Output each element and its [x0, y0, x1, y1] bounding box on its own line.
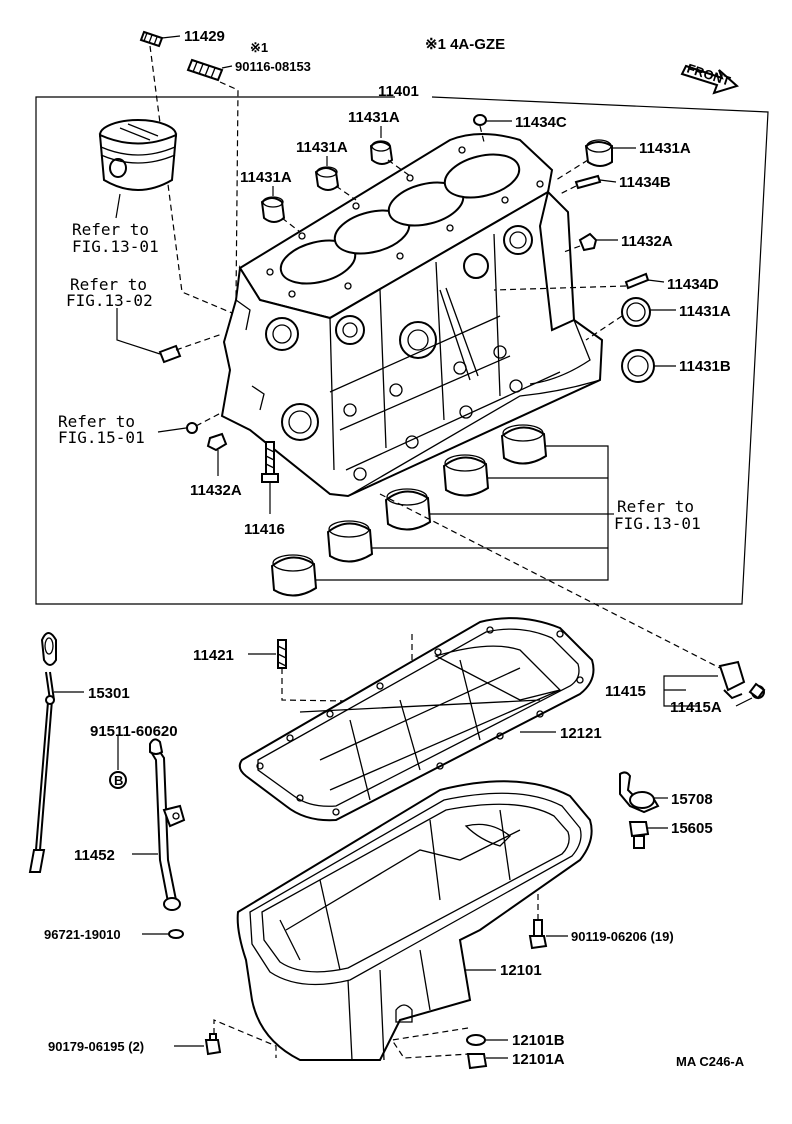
ref-2-line2: FIG.13-02 [66, 291, 153, 310]
plug-11432A-left [206, 432, 228, 452]
ref-4-line1: Refer to [617, 497, 694, 516]
part-11429: 11429 [184, 28, 225, 45]
o-ring-96721 [168, 929, 184, 939]
part-90116: 90116-08153 [235, 59, 311, 74]
ref-2-line1: Refer to [70, 275, 147, 294]
part-11431A-1: 11431A [348, 109, 400, 126]
part-91511: 91511-60620 [90, 723, 178, 740]
part-15301: 15301 [88, 685, 130, 702]
part-star1: ※1 [250, 40, 268, 55]
part-11431A-4: 11431A [639, 140, 691, 157]
engine-note: ※1 4A-GZE [425, 36, 505, 53]
part-11415: 11415 [605, 683, 646, 700]
bearing-set [270, 424, 548, 597]
plug-11431A-2 [314, 166, 340, 191]
plug-11431A-4 [584, 139, 613, 167]
ref-3-line1: Refer to [58, 412, 135, 431]
part-15605: 15605 [671, 820, 713, 837]
part-12101B: 12101B [512, 1032, 565, 1049]
part-11401: 11401 [378, 83, 419, 100]
bolt-11416 [261, 441, 279, 483]
piston-icon [98, 119, 178, 191]
pin-11434B [574, 174, 602, 190]
front-arrow: FRONT [680, 61, 739, 95]
part-11452: 11452 [74, 847, 115, 864]
bolt-90119 [528, 919, 548, 950]
ref-3-line2: FIG.15-01 [58, 428, 145, 447]
part-96721: 96721-19010 [44, 927, 121, 942]
diagram-code: MA C246-A [676, 1054, 745, 1069]
part-90119: 90119-06206 (19) [571, 929, 674, 944]
pin-fitting [158, 344, 182, 364]
part-11434B: 11434B [619, 174, 671, 191]
part-11432A-1: 11432A [621, 233, 673, 250]
part-11431A-5: 11431A [679, 303, 731, 320]
sensor-15708 [619, 771, 660, 814]
part-90179: 90179-06195 (2) [48, 1039, 144, 1054]
cylinder-block [220, 133, 604, 498]
stud-11429 [139, 30, 164, 48]
part-11431A-3: 11431A [240, 169, 292, 186]
part-11415A: 11415A [670, 699, 722, 716]
ref-1-line2: FIG.13-01 [72, 237, 159, 256]
dipstick-15301 [28, 632, 57, 873]
plug-11431A-5 [621, 297, 651, 327]
front-label: FRONT [685, 61, 732, 89]
oil-pan-baffle-12121 [238, 617, 595, 822]
oil-pan-12101 [236, 780, 593, 1061]
pin-11434D [624, 272, 650, 290]
part-15708: 15708 [671, 791, 713, 808]
svg-text:B: B [114, 773, 123, 788]
plug-11431A-top [369, 140, 394, 165]
part-12121: 12121 [560, 725, 602, 742]
stud-11421 [277, 639, 287, 669]
ref-1-line1: Refer to [72, 220, 149, 239]
part-11431A-2: 11431A [296, 139, 348, 156]
sensor-11415 [718, 660, 746, 700]
bolt-91511: B [109, 771, 127, 789]
part-12101A: 12101A [512, 1051, 565, 1068]
bolt-11415A [748, 682, 766, 700]
bolt-15605 [628, 821, 650, 849]
part-11431B: 11431B [679, 358, 731, 375]
stud-90116 [186, 58, 224, 82]
plug-11431B [621, 349, 655, 383]
guide-11452 [149, 738, 186, 911]
plug-11432A-right [578, 232, 598, 252]
part-11416: 11416 [244, 521, 285, 538]
plug-11434C [473, 114, 487, 126]
gasket-12101B [466, 1034, 486, 1046]
plug-12101A [466, 1053, 488, 1070]
part-11434D: 11434D [667, 276, 719, 293]
plug-90179 [204, 1033, 222, 1056]
plug-11431A-3 [260, 196, 286, 223]
part-12101: 12101 [500, 962, 542, 979]
part-11421: 11421 [193, 647, 234, 664]
part-11432A-2: 11432A [190, 482, 242, 499]
part-11434C: 11434C [515, 114, 567, 131]
ref-4-line2: FIG.13-01 [614, 514, 701, 533]
